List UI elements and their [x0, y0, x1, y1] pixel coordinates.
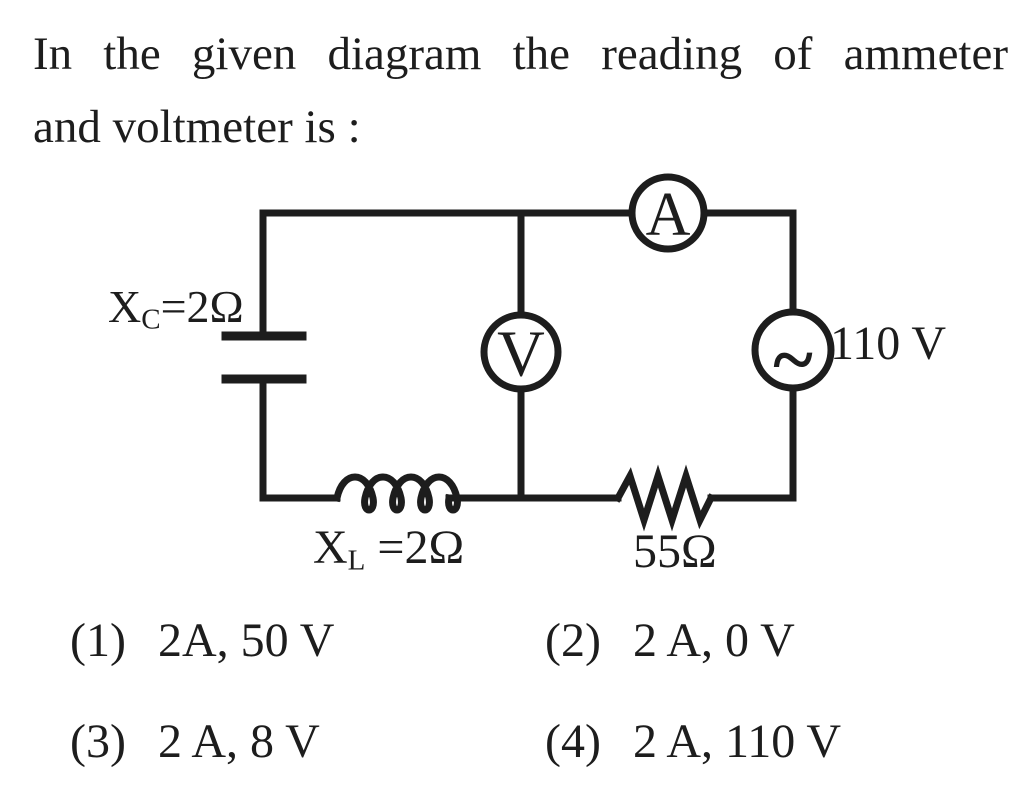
- capacitor-label-subscript: C: [141, 303, 161, 336]
- ammeter-circle: [628, 173, 708, 253]
- question-line-1: In the given diagram the reading of amme…: [33, 28, 1008, 80]
- option-1-text: 2A, 50 V: [158, 614, 335, 667]
- option-4[interactable]: (4) 2 A, 110 V: [545, 715, 842, 769]
- inductor-label-value: =2Ω: [365, 521, 465, 574]
- wire-outline: [259, 209, 797, 502]
- inductor-label: XL =2Ω: [313, 524, 464, 575]
- capacitor-label: XC=2Ω: [108, 284, 244, 334]
- option-3-text: 2 A, 8 V: [158, 715, 320, 768]
- option-1[interactable]: (1) 2A, 50 V: [70, 614, 335, 668]
- ac-source-circle: [751, 308, 835, 392]
- option-1-number: (1): [70, 614, 126, 667]
- source-voltage-label: 110 V: [830, 317, 947, 370]
- ac-source-tilde-icon: ~: [773, 318, 813, 402]
- inductor-coil: [332, 473, 461, 514]
- option-2-number: (2): [545, 614, 601, 667]
- option-2-text: 2 A, 0 V: [633, 614, 795, 667]
- inductor-label-subscript: L: [347, 544, 366, 577]
- option-4-text: 2 A, 110 V: [633, 715, 842, 768]
- option-2[interactable]: (2) 2 A, 0 V: [545, 614, 795, 668]
- capacitor-label-base: X: [108, 281, 142, 332]
- resistor-label: 55Ω: [633, 525, 717, 578]
- wire-bottom-left: [259, 379, 341, 502]
- capacitor-label-value: =2Ω: [160, 281, 244, 332]
- ammeter-letter: A: [646, 181, 691, 249]
- question-line-2: and voltmeter is :: [33, 101, 361, 153]
- option-4-number: (4): [545, 715, 601, 768]
- voltmeter-circle: [480, 311, 562, 393]
- question-text: In the given diagram the reading of amme…: [33, 18, 1008, 164]
- option-3[interactable]: (3) 2 A, 8 V: [70, 715, 320, 769]
- resistor-zigzag: [613, 464, 716, 532]
- voltmeter-letter: V: [497, 318, 545, 391]
- inductor-label-base: X: [313, 521, 348, 574]
- option-3-number: (3): [70, 715, 126, 768]
